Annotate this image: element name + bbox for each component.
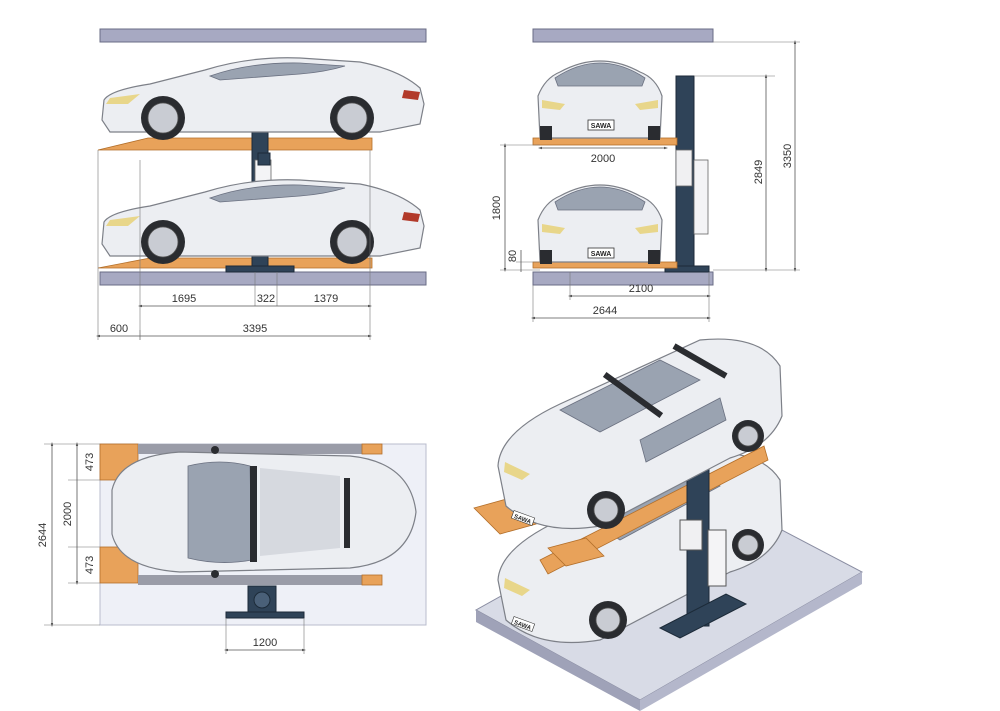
dim-top-2644: 2644: [37, 523, 49, 547]
top-post-base: [225, 611, 305, 619]
side-motor: [257, 152, 271, 166]
side-post-base: [225, 265, 295, 273]
top-view: 2644 2000 473 473 1200: [37, 442, 427, 654]
dim-front-2644: 2644: [593, 305, 617, 317]
front-hydraulic-unit: [693, 159, 709, 235]
dim-top-2000: 2000: [62, 502, 74, 526]
iso-upper-plate-text: SAWA: [513, 514, 532, 526]
iso-hydraulic-unit: [707, 529, 727, 587]
top-roof-bar-front: [250, 466, 257, 562]
upper-plate-text: SAWA: [591, 123, 612, 130]
front-view: SAWA SAWA 2000 1800 80 284: [491, 28, 800, 322]
iso-lower-ramp: [547, 537, 605, 567]
dim-front-1800: 1800: [491, 196, 503, 220]
front-ceiling-slab: [532, 28, 714, 43]
dim-front-2100: 2100: [629, 283, 653, 295]
side-lower-car: [101, 179, 425, 264]
top-track-lower: [138, 575, 366, 585]
front-control-box: [675, 149, 693, 187]
dim-600: 600: [110, 323, 128, 335]
dim-3395: 3395: [243, 323, 267, 335]
front-lower-car: SAWA: [537, 184, 663, 264]
iso-view: SAWA SAWA: [473, 338, 864, 711]
iso-lower-plate-text: SAWA: [513, 620, 532, 632]
top-track-upper: [138, 444, 366, 454]
lower-plate-text: SAWA: [591, 251, 612, 258]
front-post-base: [664, 265, 710, 273]
dim-top-1200: 1200: [253, 637, 277, 649]
dim-1379: 1379: [314, 293, 338, 305]
iso-upper-car: SAWA: [497, 338, 783, 530]
side-upper-platform: [97, 137, 373, 151]
front-floor-slab: [532, 271, 714, 286]
iso-roof-bar-front: [602, 372, 664, 418]
dim-front-3350: 3350: [782, 144, 794, 168]
top-motor: [253, 591, 271, 609]
side-view: 1695 322 1379 600 3395: [96, 28, 427, 340]
side-ceiling-slab: [99, 28, 427, 43]
dim-top-473-upper: 473: [84, 453, 96, 471]
dim-front-2000: 2000: [591, 153, 615, 165]
dim-front-80: 80: [507, 250, 519, 262]
iso-post-base: [658, 593, 748, 639]
front-upper-car: SAWA: [537, 60, 663, 140]
top-car: [111, 446, 417, 578]
dim-322: 322: [257, 293, 275, 305]
dim-front-2849: 2849: [753, 160, 765, 184]
top-rear-ramp-lower: [361, 574, 383, 586]
dim-top-473-lower: 473: [84, 556, 96, 574]
iso-upper-ramp: [473, 497, 537, 535]
dim-1695: 1695: [172, 293, 196, 305]
side-upper-car: [101, 57, 425, 140]
iso-roof-bar-rear: [672, 343, 728, 379]
side-floor-slab: [99, 271, 427, 286]
iso-base-slab-side: [476, 610, 640, 711]
top-roof-bar-rear: [344, 478, 350, 548]
iso-base-slab-front: [640, 572, 862, 711]
iso-control-box: [679, 519, 703, 551]
top-rear-ramp-upper: [361, 443, 383, 455]
